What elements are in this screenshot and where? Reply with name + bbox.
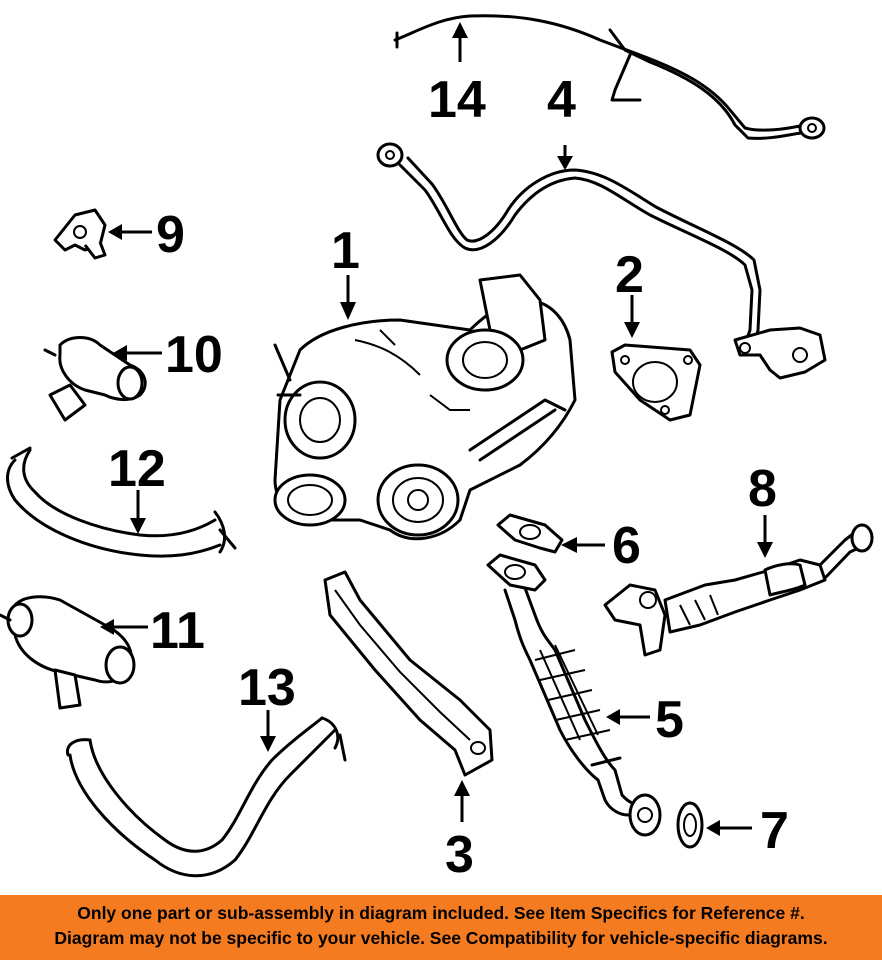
leader-arrows: [100, 22, 773, 836]
part-3-bracket: [323, 570, 494, 777]
callout-5: 5: [655, 691, 684, 749]
callout-6: 6: [612, 517, 641, 575]
part-1-turbocharger: [273, 273, 577, 541]
callout-4: 4: [547, 71, 576, 129]
part-12-hose: [6, 446, 237, 558]
disclaimer-banner: Only one part or sub-assembly in diagram…: [0, 895, 882, 960]
part-6-gasket: [496, 513, 564, 554]
part-4-tube: [376, 142, 827, 380]
callout-3: 3: [445, 826, 474, 884]
callout-labels: 14 4 9 1 2 10 12 8 6 11 13 5 7 3: [108, 71, 789, 884]
callout-14: 14: [428, 71, 486, 129]
callout-13: 13: [238, 659, 296, 717]
callout-2: 2: [615, 246, 644, 304]
part-2-gasket: [610, 343, 702, 422]
callout-1: 1: [331, 222, 360, 280]
part-10-valve: [43, 336, 147, 422]
callout-8: 8: [748, 460, 777, 518]
part-13-hose: [65, 716, 347, 878]
disclaimer-line-1: Only one part or sub-assembly in diagram…: [77, 903, 805, 923]
disclaimer-line-2: Diagram may not be specific to your vehi…: [54, 928, 828, 948]
callout-11: 11: [150, 602, 205, 660]
callout-12: 12: [108, 440, 166, 498]
part-11-valve: [0, 595, 136, 710]
part-14-tube: [393, 14, 826, 140]
part-5-pipe: [486, 553, 662, 837]
callout-10: 10: [165, 326, 223, 384]
callout-7: 7: [760, 802, 789, 860]
callout-9: 9: [156, 206, 185, 264]
part-7-gasket: [676, 801, 704, 849]
part-8-pipe: [603, 523, 874, 657]
parts-diagram: 14 4 9 1 2 10 12 8 6 11 13 5 7 3: [0, 14, 874, 884]
part-9-fitting: [53, 208, 107, 260]
